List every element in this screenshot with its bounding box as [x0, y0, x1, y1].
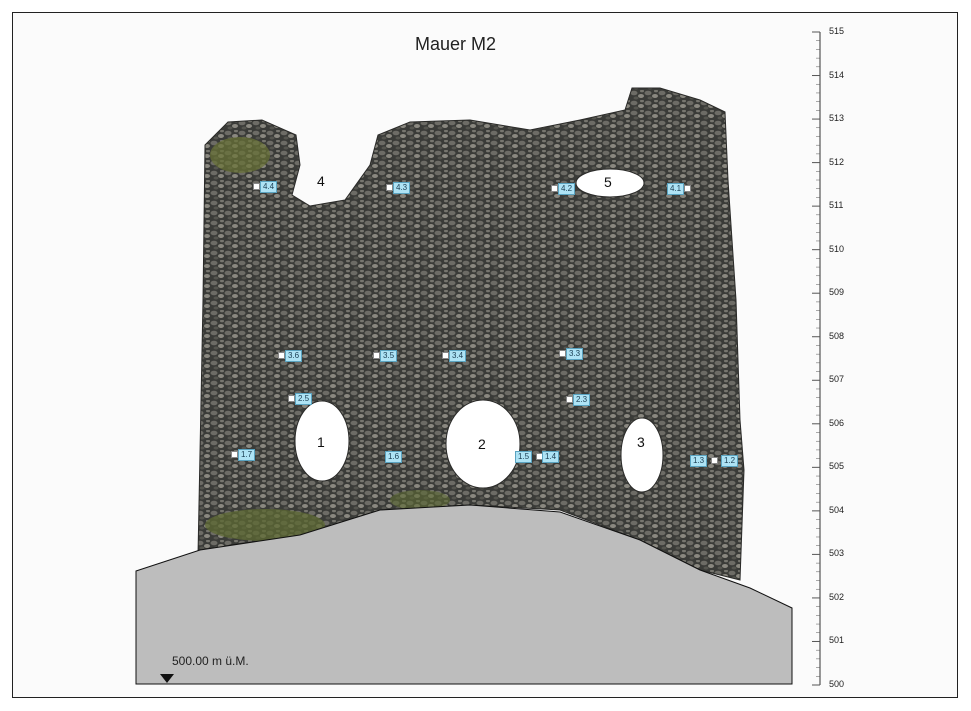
scale-tick-label: 504 [829, 504, 845, 515]
survey-marker [442, 352, 449, 359]
moss-patch [210, 137, 270, 173]
survey-marker [288, 395, 295, 402]
opening-label-5: 5 [604, 174, 612, 190]
opening-1 [294, 400, 350, 482]
opening-3 [620, 417, 664, 493]
survey-point-label: 3.4 [449, 350, 467, 362]
scale-tick-label: 506 [829, 417, 845, 428]
opening-label-4: 4 [317, 173, 325, 189]
survey-marker [253, 183, 260, 190]
scale-tick-label: 507 [829, 374, 845, 385]
survey-point-label: 1.2 [721, 455, 739, 467]
scale-tick-label: 511 [829, 200, 844, 211]
moss-patch [205, 509, 325, 541]
survey-marker [373, 352, 380, 359]
survey-point-label: 4.4 [260, 181, 278, 193]
survey-marker [684, 185, 691, 192]
survey-point-label: 2.3 [573, 394, 591, 406]
drawing-title: Mauer M2 [415, 34, 497, 54]
scale-ticks [812, 31, 820, 686]
scale-tick-label: 514 [829, 69, 845, 80]
scale-tick-label: 505 [829, 461, 845, 472]
scale-tick-label: 503 [829, 548, 845, 559]
survey-point-label: 1.3 [690, 455, 708, 467]
scale-tick-label: 509 [829, 287, 845, 298]
survey-marker [711, 457, 718, 464]
scale-tick-label: 502 [829, 591, 845, 602]
scale-tick-label: 500 [829, 679, 845, 689]
opening-label-3: 3 [637, 434, 645, 450]
moss-patch [390, 490, 450, 510]
datum-label: 500.00 m ü.M. [172, 654, 249, 668]
scale-tick-label: 508 [829, 330, 845, 341]
survey-marker [559, 350, 566, 357]
survey-point-label: 4.1 [667, 183, 685, 195]
scale-tick-label: 510 [829, 243, 845, 254]
survey-point-label: 2.5 [295, 393, 313, 405]
scale-tick-label: 515 [829, 26, 845, 36]
opening-label-1: 1 [317, 434, 325, 450]
survey-point-label: 3.3 [566, 348, 584, 360]
opening-5 [575, 168, 645, 198]
survey-marker [386, 184, 393, 191]
survey-point-label: 1.6 [385, 451, 403, 463]
survey-point-label: 4.2 [558, 183, 576, 195]
scale-tick-label: 513 [829, 113, 845, 124]
survey-point-label: 4.3 [393, 182, 411, 194]
scale-tick-label: 512 [829, 156, 845, 167]
survey-point-label: 1.7 [238, 449, 256, 461]
survey-point-label: 1.4 [542, 451, 560, 463]
survey-marker [551, 185, 558, 192]
survey-point-label: 3.6 [285, 350, 303, 362]
opening-label-2: 2 [478, 436, 486, 452]
ground-profile [135, 504, 793, 685]
survey-point-label: 1.5 [515, 451, 533, 463]
opening-2 [445, 399, 521, 489]
scale-tick-label: 501 [829, 635, 845, 646]
datum-triangle-icon [160, 674, 174, 683]
survey-marker [278, 352, 285, 359]
survey-point-label: 3.5 [380, 350, 398, 362]
survey-marker [566, 396, 573, 403]
survey-marker [231, 451, 238, 458]
